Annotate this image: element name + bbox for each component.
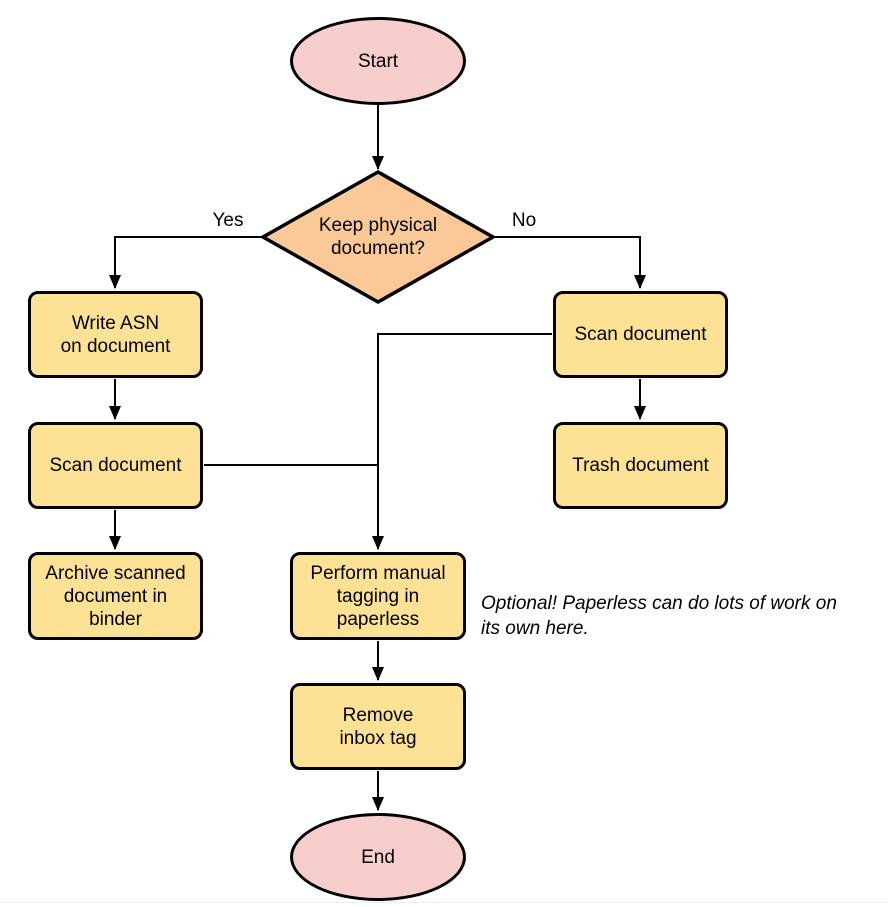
annotation-optional-note: Optional! Paperless can do lots of work … xyxy=(481,593,837,639)
node-end: End xyxy=(290,813,466,901)
node-scan-document-right: Scan document xyxy=(553,291,728,378)
edge-label-yes: Yes xyxy=(212,210,244,231)
node-write-asn-on-document: Write ASN on document xyxy=(28,291,203,378)
node-remove-inbox-tag: Remove inbox tag xyxy=(290,683,466,770)
decision-diamond-shape xyxy=(259,169,497,305)
edge-scan-right-to-tagging xyxy=(372,333,552,550)
node-trash-document: Trash document xyxy=(553,422,728,509)
page-bottom-divider xyxy=(0,902,888,903)
node-start: Start xyxy=(290,17,466,105)
node-decision-label: Keep physical document? xyxy=(318,215,438,259)
edge-label-no: No xyxy=(511,210,537,231)
edge-decision-yes-to-write-asn xyxy=(109,236,266,289)
node-scan-document-left: Scan document xyxy=(28,422,203,509)
node-archive-scanned-document: Archive scanned document in binder xyxy=(28,552,203,640)
edge-decision-no-to-scan-right xyxy=(490,236,646,289)
node-perform-manual-tagging: Perform manual tagging in paperless xyxy=(290,552,466,640)
